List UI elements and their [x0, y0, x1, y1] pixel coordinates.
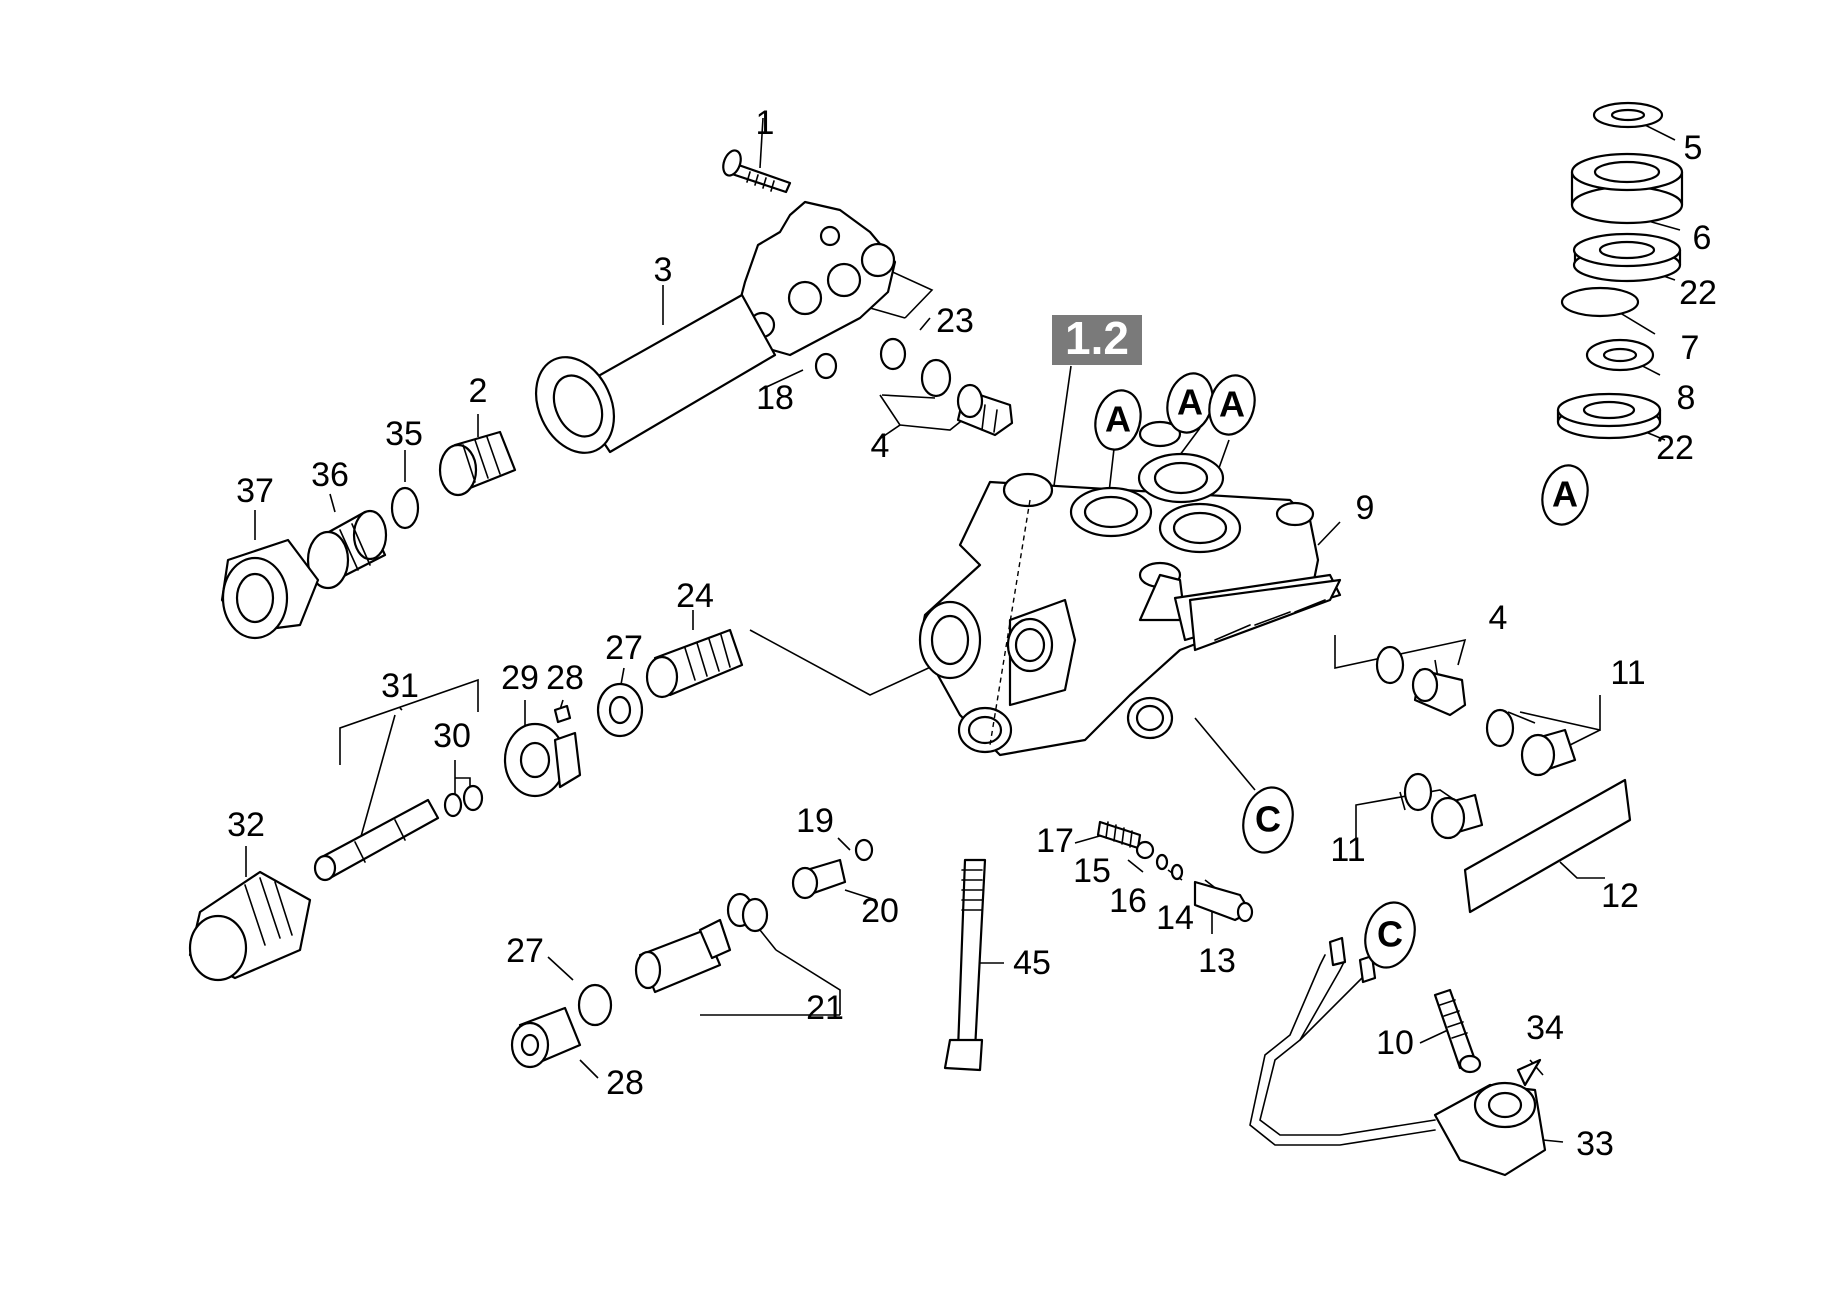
callout-12: 12 — [1601, 877, 1639, 915]
part-o-ring-35 — [390, 486, 420, 530]
part-screw-1 — [722, 149, 792, 194]
part-bracket-housing-3 — [535, 200, 897, 454]
callout-31: 31 — [381, 667, 419, 705]
reference-badge: 1.2 — [1052, 312, 1142, 365]
marker-c-1: C — [1242, 786, 1294, 854]
part-disc-27-upper — [596, 682, 644, 738]
part-clip-34 — [1516, 1058, 1542, 1087]
callout-20: 20 — [861, 892, 899, 930]
callout-27-lower: 27 — [506, 932, 544, 970]
callout-17: 17 — [1036, 822, 1074, 860]
part-spindle-21 — [634, 892, 769, 994]
callout-14: 14 — [1156, 899, 1194, 937]
callout-4-upper: 4 — [871, 427, 890, 465]
part-pump-head-9 — [918, 420, 1342, 757]
callout-10: 10 — [1376, 1024, 1414, 1062]
marker-a-1: A — [1094, 389, 1142, 451]
callout-27-upper: 27 — [605, 629, 643, 667]
marker-a-1-label: A — [1105, 399, 1131, 440]
callout-19: 19 — [796, 802, 834, 840]
part-seal-19-20 — [791, 838, 874, 900]
part-o-ring-27-lower — [577, 983, 613, 1027]
callout-4-right: 4 — [1489, 599, 1508, 637]
callout-15: 15 — [1073, 852, 1111, 890]
callout-11-right: 11 — [1610, 654, 1645, 692]
part-piston-31 — [313, 798, 440, 882]
part-cap-nut-37 — [220, 538, 320, 640]
callout-1: 1 — [756, 104, 775, 142]
marker-a-3: A — [1208, 374, 1256, 436]
part-strainer-2 — [438, 430, 517, 497]
callout-22-lower: 22 — [1656, 429, 1694, 467]
callout-34: 34 — [1526, 1009, 1564, 1047]
callout-28-lower: 28 — [606, 1064, 644, 1102]
part-o-rings-23-18 — [814, 337, 952, 398]
part-plate-12 — [1463, 778, 1632, 914]
callout-21: 21 — [806, 989, 844, 1027]
callout-numbers: 1 2 3 4 4 5 6 7 8 9 10 11 11 12 13 14 15… — [227, 104, 1717, 1163]
callout-2: 2 — [469, 372, 488, 410]
callout-32: 32 — [227, 806, 265, 844]
callout-35: 35 — [385, 415, 423, 453]
marker-c-2-label: C — [1377, 914, 1403, 955]
part-plug-11-lower — [1403, 772, 1484, 840]
part-long-bolt-45 — [943, 858, 987, 1072]
part-o-rings-30 — [443, 784, 484, 818]
marker-a-4-label: A — [1552, 474, 1578, 515]
callout-29: 29 — [501, 659, 539, 697]
marker-a-3-label: A — [1219, 384, 1245, 425]
callout-18: 18 — [756, 379, 794, 417]
callout-11-lower: 11 — [1330, 831, 1365, 869]
callout-45: 45 — [1013, 944, 1051, 982]
callout-22-upper: 22 — [1679, 274, 1717, 312]
marker-a-2: A — [1166, 372, 1214, 434]
part-spring-valve-24 — [645, 628, 744, 699]
callout-37: 37 — [236, 472, 274, 510]
part-plug-screw-28-lower — [510, 1006, 582, 1069]
part-bushing-29 — [503, 704, 582, 798]
callout-24: 24 — [676, 577, 714, 615]
marker-a-2-label: A — [1177, 382, 1203, 423]
part-knob-32 — [188, 870, 312, 982]
part-adapter-36 — [306, 509, 388, 590]
callout-13: 13 — [1198, 942, 1236, 980]
callout-28-upper: 28 — [546, 659, 584, 697]
callout-30: 30 — [433, 717, 471, 755]
callout-33: 33 — [1576, 1125, 1614, 1163]
callout-6: 6 — [1693, 219, 1712, 257]
part-cable-connector-33 — [1249, 936, 1547, 1177]
part-valve-4-upper — [956, 383, 1014, 437]
marker-a-4: A — [1541, 464, 1589, 526]
marker-c-2: C — [1364, 901, 1416, 969]
part-valve-4-right — [1375, 645, 1467, 717]
part-sensor-10 — [1433, 988, 1482, 1074]
callout-16: 16 — [1109, 882, 1147, 920]
part-plug-11-right — [1485, 708, 1577, 777]
part-relief-valve-13-17 — [1096, 820, 1254, 923]
callout-9: 9 — [1356, 489, 1375, 527]
callout-3: 3 — [654, 251, 673, 289]
callout-8: 8 — [1677, 379, 1696, 417]
callout-23: 23 — [936, 302, 974, 340]
callout-36: 36 — [311, 456, 349, 494]
reference-label: 1.2 — [1065, 312, 1129, 364]
callout-7: 7 — [1681, 329, 1700, 367]
marker-c-1-label: C — [1255, 799, 1281, 840]
callout-5: 5 — [1684, 129, 1703, 167]
part-seal-stack-right — [1556, 101, 1684, 440]
